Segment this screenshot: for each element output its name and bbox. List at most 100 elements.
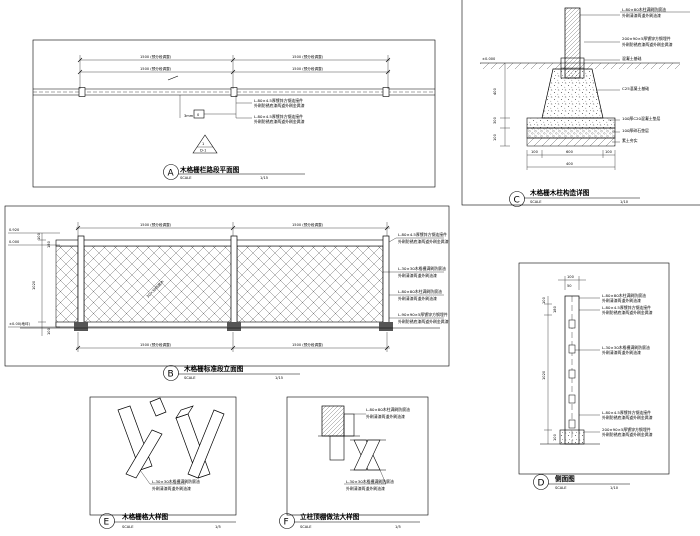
- panel-b-marker-circle: [163, 365, 179, 381]
- c-left-dim-1: 400: [493, 87, 497, 95]
- panel-a-plan: 1500 (预分段调整) 1500 (预分段调整) 1500 (预分段调整) 1…: [32, 39, 436, 188]
- panel-a-marker-circle: [163, 164, 179, 180]
- c-width-dim: 400: [566, 162, 574, 166]
- c-note-5: 100厚C20混凝土垫层: [622, 116, 661, 121]
- panel-f-marker: F: [284, 518, 289, 528]
- elev-left-dim-2: 180: [47, 240, 51, 248]
- panel-e-frame: [89, 396, 237, 516]
- elev-left-dim-4: 100: [47, 327, 51, 335]
- panel-a-marker: A: [168, 169, 175, 179]
- elev-note-4b: 外刷防锈底漆两道外刷金属漆: [398, 319, 449, 324]
- post-2: [230, 235, 238, 329]
- d-note-1: L-80×80木柱满刷防腐油: [602, 293, 646, 298]
- c-note-6: 100厚碎石垫层: [622, 128, 649, 133]
- panel-d-scale-label: SCALE: [555, 486, 567, 490]
- c-left-dim-2: 300: [493, 116, 497, 124]
- plan-dim-1: 1500 (预分段调整): [140, 54, 172, 59]
- footing-soil: [526, 137, 616, 147]
- plan-callout-1b: 外刷防锈底漆两道外刷金属漆: [254, 103, 305, 108]
- elev-note-3: L-80×80木柱满刷防腐油: [398, 289, 442, 294]
- section-mark-number: 1: [202, 142, 204, 146]
- elev-dim-bottom-1: 1500 (预分段调整): [140, 342, 172, 347]
- panel-b-marker: B: [168, 370, 174, 380]
- d-note-5b: 外刷防锈底漆两道外刷金属漆: [602, 432, 653, 437]
- plan-dim-3: 1500 (预分段调整): [140, 66, 172, 71]
- elev-dim-bottom-2: 1500 (预分段调整): [292, 342, 324, 347]
- plan-callout-2b: 外刷防锈底漆两道外刷金属漆: [254, 119, 305, 124]
- post-1: [77, 235, 85, 329]
- c-note-2b: 外刷防锈底漆两道外刷金属漆: [622, 42, 673, 47]
- c-note-1: L-80×80木柱满刷防腐油: [622, 7, 666, 12]
- panel-e-scale: 1/5: [215, 525, 221, 529]
- lattice-panel-left: [83, 245, 234, 327]
- c-note-2: 200×90×5厚镀锌方钢埋件: [622, 36, 671, 41]
- footing-gravel: [526, 127, 616, 139]
- d-note-3: L-30×30木格栅满刷防腐油: [602, 345, 650, 350]
- d-left-dim-2: 180: [553, 305, 557, 313]
- elev-level-top: 0.920: [9, 228, 20, 232]
- elev-level-zero: 0.000: [9, 240, 20, 244]
- panel-d-title: 侧面图: [555, 474, 575, 483]
- plan-callout-1: L-80×4.5厚镀锌方钢连接件: [254, 98, 303, 103]
- panel-e-marker-circle: [99, 513, 115, 529]
- d-note-2: L-80×4.5厚镀锌方钢连接件: [602, 305, 651, 310]
- panel-d-frame: [518, 262, 670, 475]
- panel-f-scale-label: SCALE: [300, 525, 312, 529]
- d-note-2b: 外刷防锈底漆两道外刷金属漆: [602, 310, 653, 315]
- elev-note-1b: 外刷防锈底漆两道外刷金属漆: [398, 239, 449, 244]
- d-left-dim-3: 1020: [542, 370, 546, 380]
- panel-d-side-view: 100 50 100 180 1020 100 L-80×80木柱满刷防腐油: [518, 262, 670, 490]
- panel-c-title: 木格栅木柱构造详图: [529, 188, 590, 197]
- elev-dim-top-2: 1500 (预分段调整): [292, 222, 324, 227]
- panel-c-post-detail: ±0.000 400 300 100 100 600 100 400: [461, 0, 700, 207]
- f-note-1: L-80×80木柱满刷防腐油: [366, 407, 410, 412]
- plan-callout-2: L-80×4.5厚镀锌方钢连接件: [254, 114, 303, 119]
- panel-d-marker: D: [538, 479, 545, 489]
- f-note-1b: 外刷清漆两道外刷油漆: [366, 414, 405, 419]
- elev-note-1: L-80×4.5厚镀锌方钢连接件: [398, 232, 447, 237]
- e-note: L-30×30木格栅满刷防腐油: [152, 479, 200, 484]
- panel-c-level: ±0.000: [482, 57, 496, 61]
- panel-c-frame: [461, 0, 700, 206]
- c-note-1b: 外刷清漆两道外刷油漆: [622, 13, 661, 18]
- elev-left-dim-3: 1020: [32, 280, 36, 290]
- panel-c-scale: 1/10: [620, 200, 629, 204]
- footing-concrete: [541, 68, 604, 119]
- panel-b-scale-label: SCALE: [184, 376, 196, 380]
- c-left-dim-3: 100: [493, 133, 497, 141]
- elev-note-2b: 外刷清漆两道外刷油漆: [398, 273, 437, 278]
- panel-b-frame: [4, 205, 450, 367]
- panel-a-title: 木格栅栏路段平面图: [179, 165, 240, 174]
- c-bottom-dim-3: 100: [605, 150, 613, 154]
- panel-d-marker-circle: [533, 474, 549, 490]
- elev-note-3b: 外刷清漆两道外刷油漆: [398, 296, 437, 301]
- elev-left-dim-1: 100: [37, 232, 41, 240]
- plan-small-dim: 3mm: [184, 114, 194, 118]
- plan-dim-2: 1500 (预分段调整): [292, 54, 324, 59]
- f-note-2: L-30×30木格栅满刷防腐油: [346, 479, 394, 484]
- panel-f-post-top-detail: L-80×80木柱满刷防腐油 外刷清漆两道外刷油漆 L-30×30木格栅满刷防腐…: [279, 396, 429, 529]
- panel-f-frame: [286, 396, 429, 516]
- c-note-7: 素土夯实: [622, 138, 638, 143]
- c-bottom-dim-2: 600: [566, 150, 574, 154]
- c-note-3: 混凝土基础: [622, 56, 642, 61]
- d-note-1b: 外刷清漆两道外刷油漆: [602, 298, 641, 303]
- panel-f-marker-circle: [279, 513, 295, 529]
- section-mark-sub: D-1: [200, 149, 206, 153]
- panel-c-marker-circle: [509, 191, 525, 207]
- f-note-2b: 外刷清漆两道外刷油漆: [346, 486, 385, 491]
- footing-cushion: [526, 117, 616, 129]
- elev-level-ground: ±0.00(地坪): [9, 321, 31, 326]
- panel-c-marker: C: [514, 196, 520, 206]
- d-note-5: 200×90×5厚镀锌方钢埋件: [602, 427, 651, 432]
- post-3: [382, 235, 390, 329]
- plan-connector-number: 0: [197, 113, 200, 117]
- panel-a-scale-label: SCALE: [180, 176, 192, 180]
- c-note-4: C25混凝土基础: [622, 86, 649, 91]
- e-note-b: 外刷清漆两道外刷油漆: [152, 486, 191, 491]
- post-wood: [564, 7, 581, 79]
- panel-e-scale-label: SCALE: [122, 525, 134, 529]
- panel-f-title: 立柱顶棚做法大样图: [300, 512, 360, 521]
- elev-note-2: L-30×30木格栅满刷防腐油: [398, 266, 446, 271]
